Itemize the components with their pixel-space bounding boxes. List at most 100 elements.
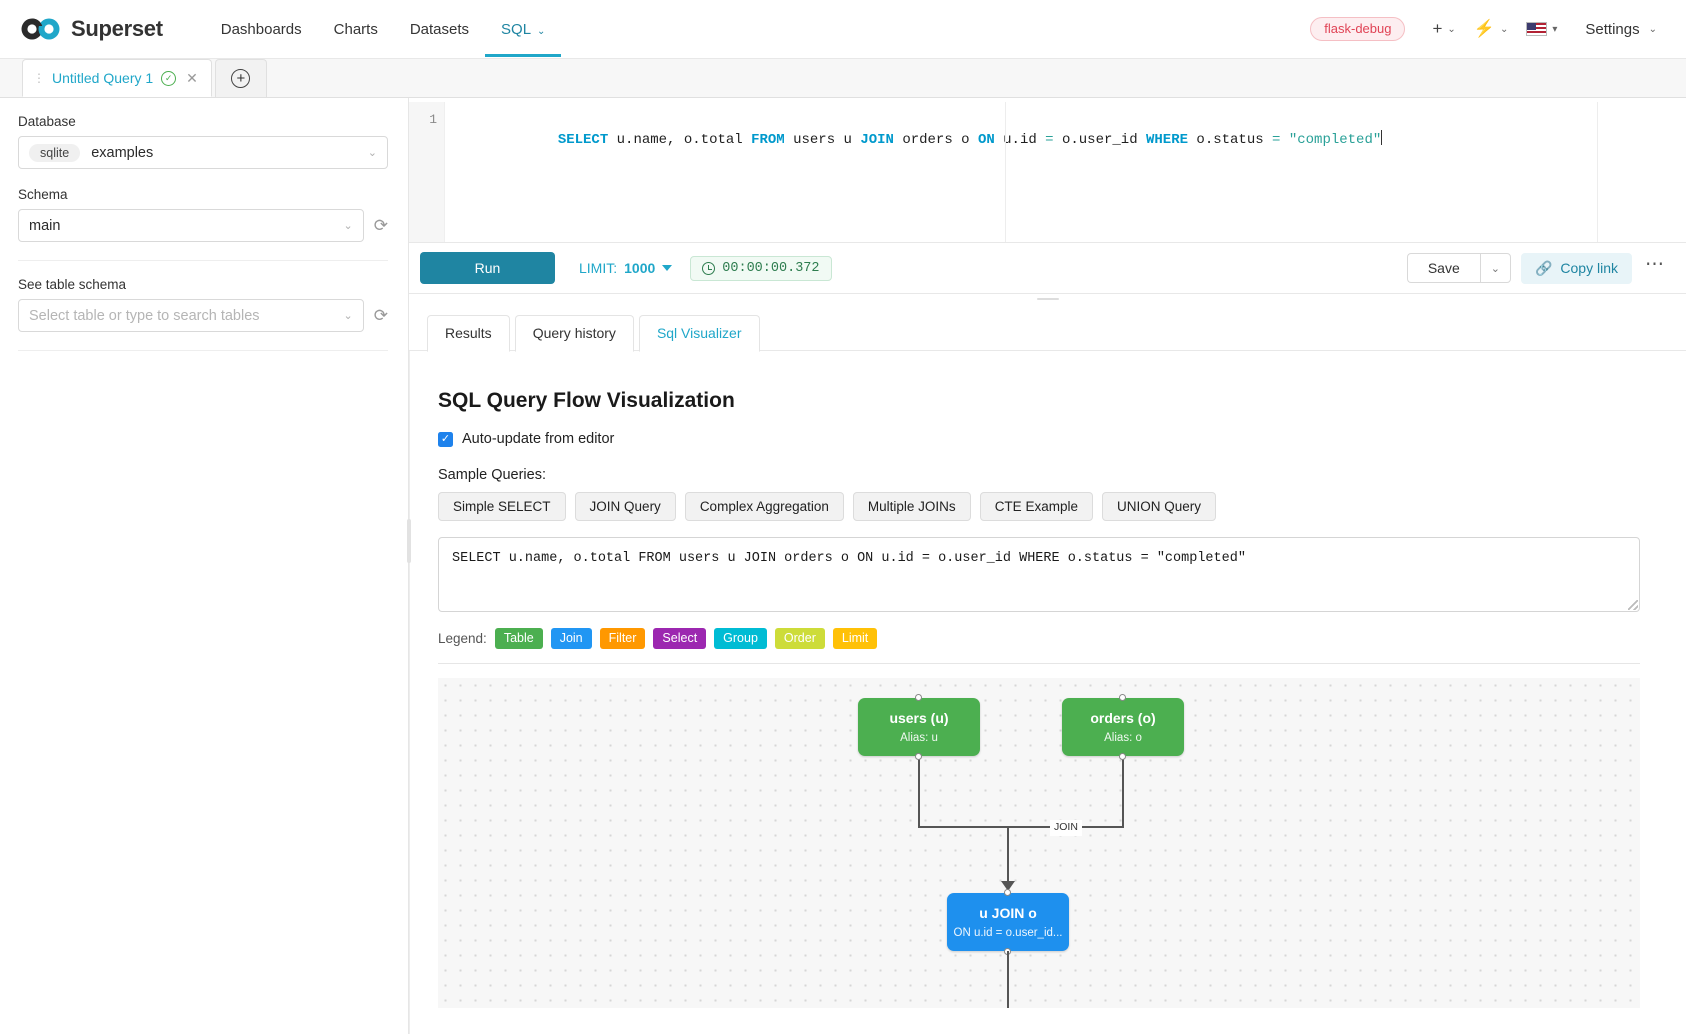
save-button[interactable]: Save	[1406, 253, 1480, 283]
run-button[interactable]: Run	[420, 252, 555, 284]
left-query-panel: Database sqlite examples ⌄ Schema main ⌄…	[0, 98, 411, 1034]
sample-button-multiple-joins[interactable]: Multiple JOINs	[852, 492, 971, 521]
legend-chip-table: Table	[494, 628, 543, 649]
brand-name: Superset	[71, 16, 163, 41]
textarea-resize-handle[interactable]	[1628, 600, 1638, 610]
refresh-icon[interactable]: ⟳	[373, 216, 388, 235]
more-horizontal-icon[interactable]: ⋯	[1645, 254, 1665, 275]
chevron-down-icon: ⌄	[1490, 262, 1500, 275]
schema-label: Schema	[18, 187, 68, 202]
edge-join-down	[1007, 951, 1009, 1008]
close-icon[interactable]: ✕	[186, 69, 198, 86]
settings-menu-button[interactable]: Settings ⌄	[1568, 9, 1664, 50]
refresh-icon[interactable]: ⟳	[373, 306, 388, 325]
flow-node-users[interactable]: users (u) Alias: u	[858, 694, 980, 760]
sql-editor[interactable]: 1 SELECT u.name, o.total FROM users u JO…	[409, 102, 1686, 242]
flow-node-orders-subtitle: Alias: o	[1104, 731, 1142, 744]
caret-down-icon: ▾	[1552, 23, 1558, 35]
flow-canvas[interactable]: JOIN users (u) Alias: u orders (o) Alias…	[438, 678, 1640, 1008]
toolbar-right-cluster: Save ⌄ 🔗 Copy link ⋯	[1406, 252, 1668, 284]
flow-node-join-title: u JOIN o	[979, 905, 1037, 922]
panel-divider	[18, 260, 388, 261]
limit-dropdown[interactable]: LIMIT: 1000	[579, 260, 673, 276]
database-select-value: examples	[91, 144, 154, 161]
add-query-tab-button[interactable]: +	[214, 59, 267, 97]
edge-to-join	[1007, 826, 1009, 884]
flow-node-orders-title: orders (o)	[1090, 710, 1156, 727]
flow-node-users-title: users (u)	[889, 710, 949, 727]
sql-editor-wrap: 1 SELECT u.name, o.total FROM users u JO…	[409, 98, 1686, 242]
auto-update-label: Auto-update from editor	[462, 431, 615, 447]
sample-queries-buttons: Simple SELECT JOIN Query Complex Aggrega…	[438, 492, 1658, 521]
clock-icon	[702, 261, 716, 275]
schema-select[interactable]: main ⌄	[18, 209, 364, 242]
query-tab-untitled-query-1[interactable]: ⋮ Untitled Query 1 ✓ ✕	[22, 59, 212, 97]
chevron-down-icon: ⌄	[343, 220, 353, 232]
schema-select-value: main	[29, 217, 61, 234]
main-area: Database sqlite examples ⌄ Schema main ⌄…	[0, 98, 1686, 1034]
node-port-top[interactable]	[1004, 889, 1011, 896]
text-cursor	[1381, 130, 1383, 145]
table-schema-field: See table schema Select table or type to…	[18, 277, 388, 332]
node-port-bottom[interactable]	[915, 753, 922, 760]
sample-button-union-query[interactable]: UNION Query	[1101, 492, 1216, 521]
token-completed: "completed"	[1280, 132, 1382, 148]
tab-results[interactable]: Results	[427, 315, 510, 352]
auto-update-checkbox[interactable]: ✓	[438, 431, 453, 447]
status-badge: flask-debug	[1310, 17, 1406, 41]
editor-gutter: 1	[409, 102, 445, 242]
check-circle-icon: ✓	[161, 70, 177, 86]
language-menu-button[interactable]: ▾	[1519, 16, 1564, 42]
nav-item-datasets[interactable]: Datasets	[409, 21, 470, 38]
database-label: Database	[18, 114, 76, 129]
limit-value: 1000	[624, 260, 656, 276]
nav-item-sql[interactable]: SQL⌄	[485, 2, 562, 57]
legend-chip-group: Group	[714, 628, 767, 649]
editor-code-area[interactable]: SELECT u.name, o.total FROM users u JOIN…	[445, 102, 1686, 242]
right-editor-panel: 1 SELECT u.name, o.total FROM users u JO…	[409, 98, 1686, 1034]
database-select[interactable]: sqlite examples ⌄	[18, 136, 388, 169]
chevron-down-icon: ⌄	[1447, 23, 1456, 35]
token-orders: orders o	[893, 132, 978, 148]
table-search-input[interactable]: Select table or type to search tables ⌄	[18, 299, 364, 332]
sample-button-complex-aggregation[interactable]: Complex Aggregation	[684, 492, 844, 521]
legend-chip-join: Join	[550, 628, 592, 649]
plus-icon: +	[1432, 19, 1443, 38]
sample-button-join-query[interactable]: JOIN Query	[574, 492, 676, 521]
new-menu-button[interactable]: + ⌄	[1425, 13, 1462, 45]
tab-query-history[interactable]: Query history	[514, 315, 634, 352]
node-port-top[interactable]	[1119, 694, 1126, 701]
sql-query-textarea[interactable]	[438, 537, 1640, 612]
edge-horizontal-bus	[918, 826, 1124, 828]
save-dropdown-button[interactable]: ⌄	[1479, 253, 1511, 283]
token-columns: u.name, o.total	[608, 132, 752, 148]
pane-splitter[interactable]	[409, 294, 1686, 304]
sample-button-simple-select[interactable]: Simple SELECT	[438, 492, 566, 521]
node-port-top[interactable]	[915, 694, 922, 701]
copy-link-button[interactable]: 🔗 Copy link	[1520, 252, 1632, 284]
node-port-bottom[interactable]	[1119, 753, 1126, 760]
flow-node-orders[interactable]: orders (o) Alias: o	[1062, 694, 1184, 760]
legend-chip-select: Select	[653, 628, 707, 649]
flow-node-join[interactable]: u JOIN o ON u.id = o.user_id...	[947, 889, 1069, 955]
legend-label: Legend:	[438, 631, 487, 646]
tab-sql-visualizer[interactable]: Sql Visualizer	[638, 315, 760, 352]
drag-grip-icon[interactable]: ⋮	[33, 71, 45, 85]
database-field: Database sqlite examples ⌄	[18, 114, 388, 169]
sample-queries-label: Sample Queries:	[438, 467, 546, 483]
chevron-down-icon: ⌄	[367, 147, 377, 159]
panel-divider-bottom	[18, 350, 388, 351]
token-users: users u	[784, 132, 861, 148]
chevron-down-icon: ⌄	[1499, 23, 1509, 35]
panel-resize-handle[interactable]	[407, 519, 411, 564]
superset-logo[interactable]: Superset	[20, 16, 163, 42]
editor-toolbar: Run LIMIT: 1000 00:00:00.372 Save ⌄ 🔗	[409, 242, 1686, 294]
nav-item-charts[interactable]: Charts	[333, 21, 378, 38]
legend-chip-order: Order	[774, 628, 825, 649]
nav-item-dashboards[interactable]: Dashboards	[220, 21, 302, 38]
link-icon: 🔗	[1534, 259, 1553, 276]
superset-logo-icon	[20, 17, 62, 41]
bolt-menu-button[interactable]: ⚡ ⌄	[1467, 13, 1516, 45]
copy-link-label: Copy link	[1560, 260, 1618, 276]
sample-button-cte-example[interactable]: CTE Example	[979, 492, 1093, 521]
